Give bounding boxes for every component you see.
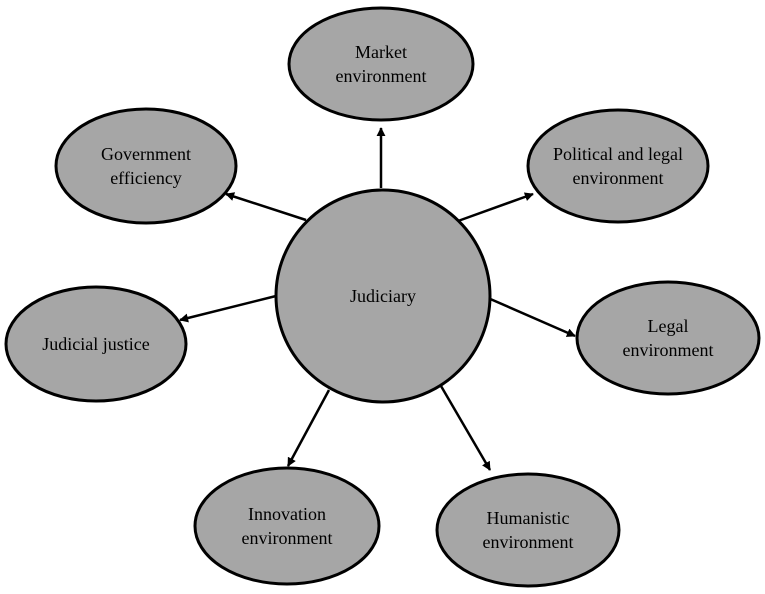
node-label-line: Judicial justice — [42, 334, 149, 354]
node-label-line: Political and legal — [553, 144, 683, 164]
node-government-efficiency: Government efficiency — [54, 107, 238, 225]
edge-to-political — [457, 192, 534, 223]
node-label-line: Humanistic — [487, 508, 570, 528]
center-node-judiciary: Judiciary — [274, 188, 492, 404]
node-political-and-legal-environment: Political and legal environment — [526, 108, 710, 224]
edge-to-government — [225, 192, 307, 222]
edge-to-legal — [487, 296, 576, 338]
node-legal-environment: Legal environment — [575, 280, 761, 396]
edges — [179, 127, 576, 471]
edge-to-humanistic — [439, 385, 492, 471]
node-label-line: environment — [573, 168, 664, 188]
node-label-line: environment — [483, 532, 574, 552]
node-label-line: environment — [242, 528, 333, 548]
node-label-line: Innovation — [248, 504, 326, 524]
node-judicial-justice: Judicial justice — [4, 285, 188, 403]
node-label-line: Market — [355, 42, 407, 62]
node-label-line: efficiency — [110, 168, 182, 188]
center-label: Judiciary — [350, 286, 416, 306]
node-label-line: Government — [101, 144, 191, 164]
edge-to-innovation — [286, 389, 331, 467]
node-humanistic-environment: Humanistic environment — [435, 472, 621, 588]
node-market-environment: Market environment — [287, 6, 475, 122]
node-label-line: environment — [336, 66, 427, 86]
node-label-line: Legal — [648, 316, 689, 336]
node-innovation-environment: Innovation environment — [193, 466, 381, 586]
edge-to-judicial — [179, 294, 277, 323]
node-label-line: environment — [623, 340, 714, 360]
